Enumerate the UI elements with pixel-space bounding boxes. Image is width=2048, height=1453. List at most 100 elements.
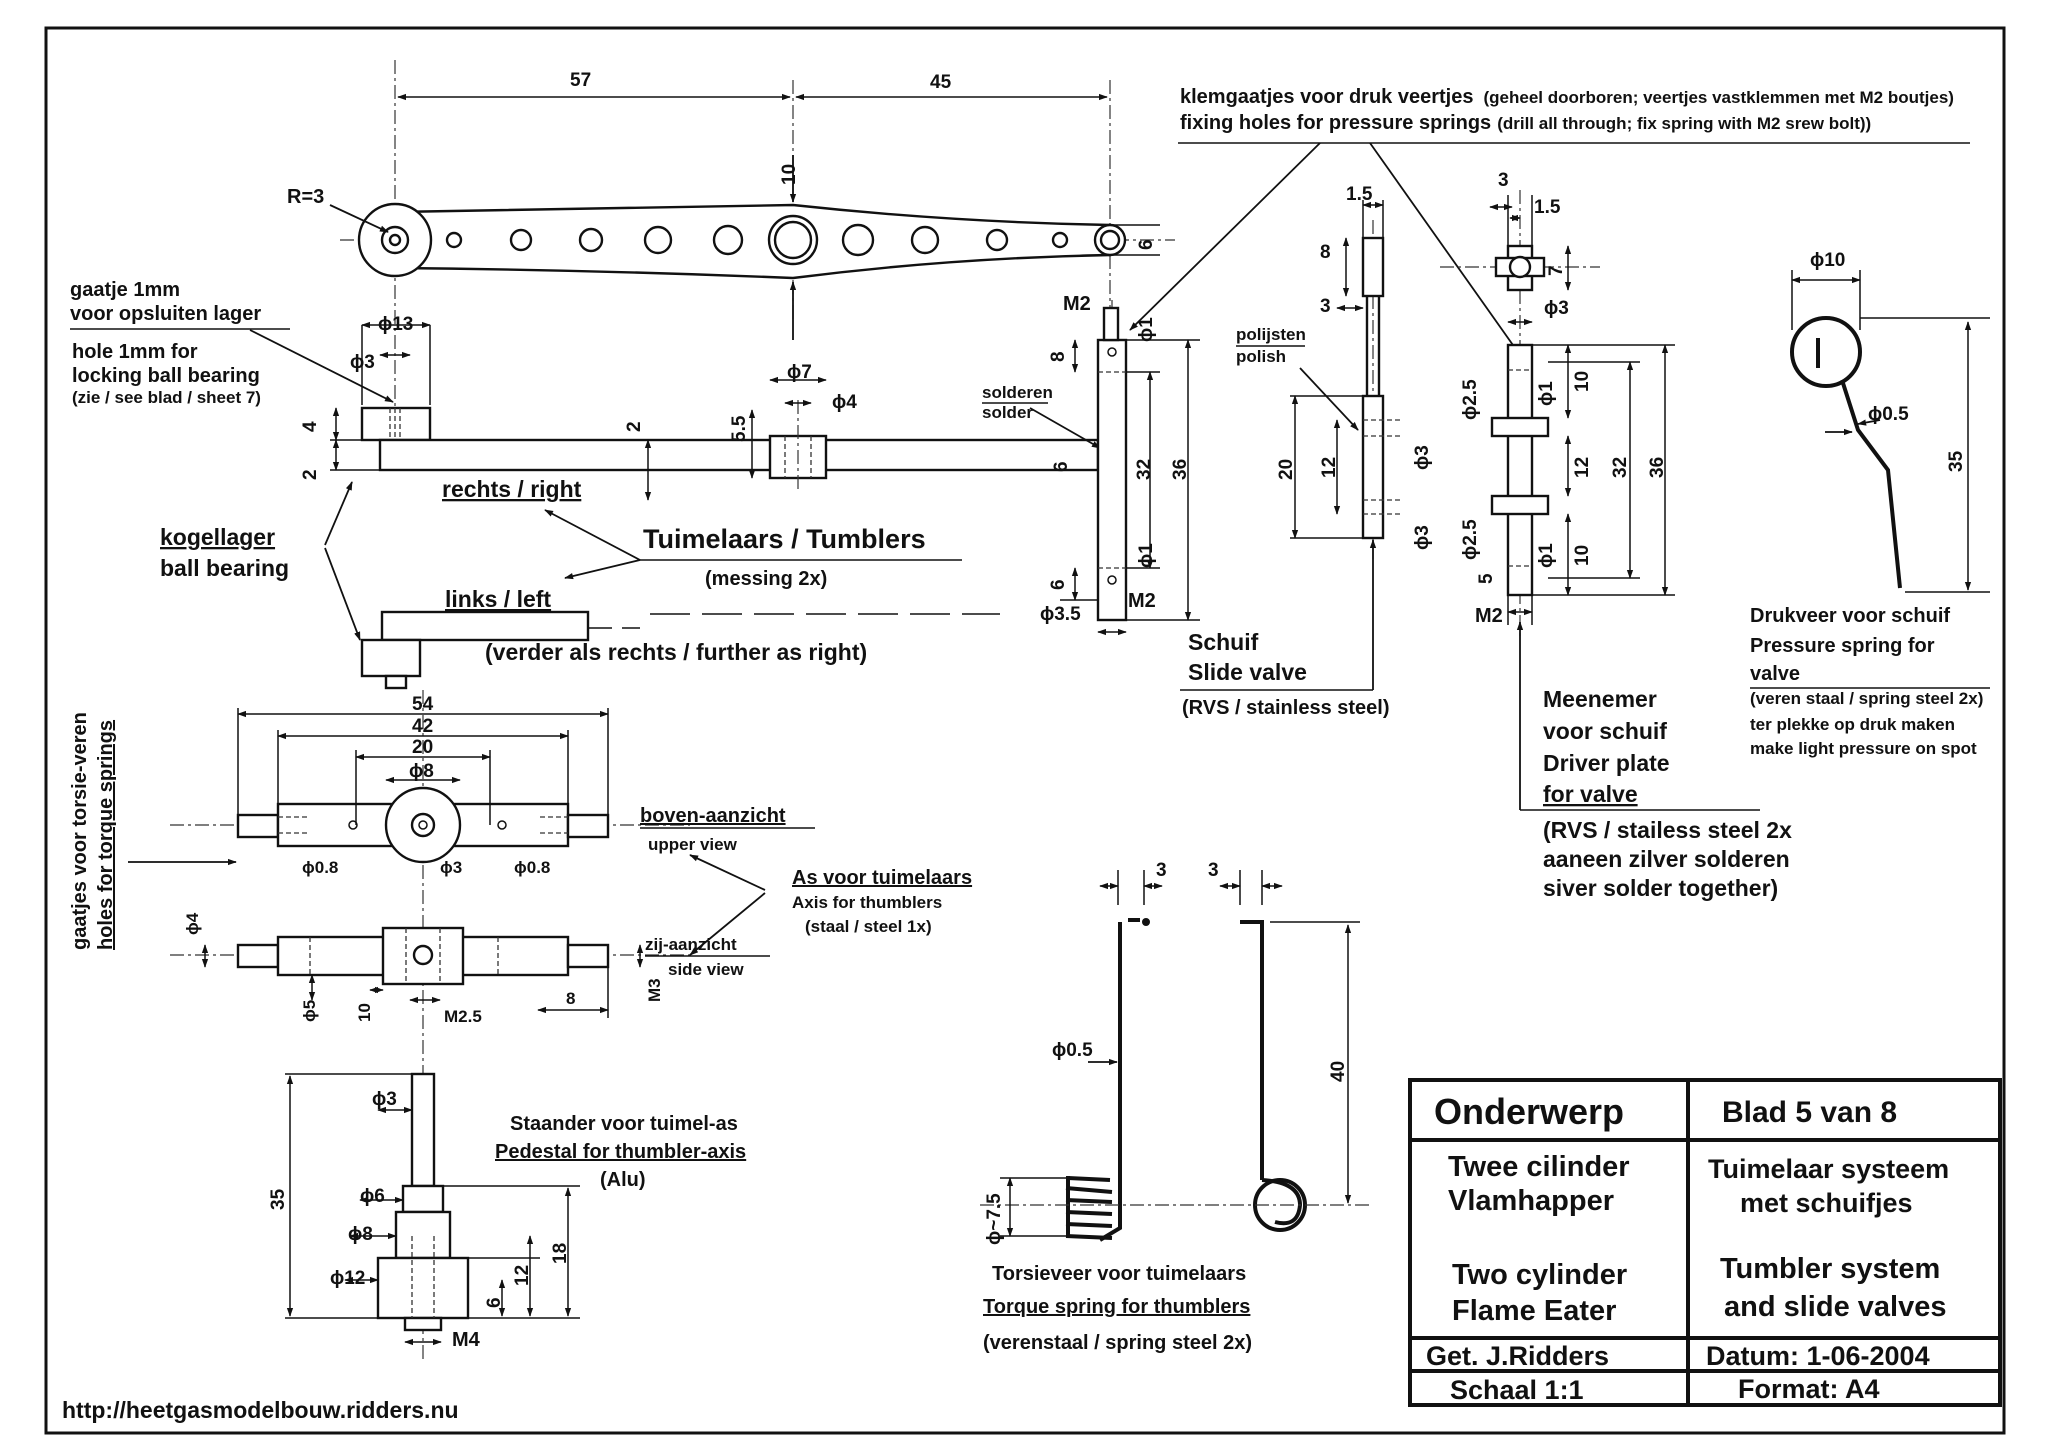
svg-text:3: 3 [1320,296,1331,317]
svg-text:ϕ~7.5: ϕ~7.5 [984,1193,1005,1245]
svg-text:ϕ8: ϕ8 [348,1224,373,1245]
svg-text:M3: M3 [645,978,664,1002]
right-label: rechts / right [442,476,582,502]
svg-text:ϕ13: ϕ13 [378,314,413,335]
ball-bearing-label: kogellager ball bearing [160,481,361,641]
svg-text:40: 40 [1328,1061,1349,1082]
svg-text:ϕ2.5: ϕ2.5 [1460,379,1481,420]
svg-text:M2.5: M2.5 [444,1007,482,1026]
side-arm-right: ϕ13 ϕ3 4 2 2 ϕ7 ϕ4 5.5 6 solderen solder… [300,314,1101,502]
svg-text:12: 12 [512,1265,533,1286]
svg-text:5: 5 [1476,573,1497,584]
svg-text:12: 12 [1572,457,1593,478]
axis-part: 54 42 20 ϕ8 ϕ0.8 ϕ3 ϕ0.8 ϕ4 ϕ5 10 M2.5 8… [69,690,972,1070]
svg-text:ϕ0.8: ϕ0.8 [514,858,550,877]
svg-text:(veren staal / spring steel 2x: (veren staal / spring steel 2x) [1750,689,1983,708]
svg-text:ϕ3.5: ϕ3.5 [1040,604,1081,625]
svg-text:ϕ12: ϕ12 [330,1268,365,1289]
svg-text:klemgaatjes voor druk veertjes: klemgaatjes voor druk veertjes(geheel do… [1180,86,1954,108]
svg-text:ϕ0.5: ϕ0.5 [1868,404,1909,425]
svg-text:holes for torque springs: holes for torque springs [95,720,117,950]
svg-text:12: 12 [1319,457,1340,478]
pressure-spring-part: ϕ10 ϕ0.5 35 Drukveer voor schuif Pressur… [1750,250,1990,758]
bearing-hole-note: gaatje 1mm voor opsluiten lager hole 1mm… [70,279,394,407]
svg-text:ϕ6: ϕ6 [360,1186,385,1207]
svg-text:2: 2 [300,469,321,480]
svg-text:side view: side view [668,960,744,979]
pin-part: M2 ϕ1 8 32 36 6 ϕ1 ϕ3.5 M2 [1040,293,1200,636]
svg-text:ter plekke op druk maken: ter plekke op druk maken [1750,715,1955,734]
svg-text:8: 8 [1048,351,1069,362]
svg-text:ϕ2.5: ϕ2.5 [1460,519,1481,560]
svg-text:ϕ0.5: ϕ0.5 [1052,1040,1093,1061]
svg-text:ϕ3: ϕ3 [1544,298,1569,319]
svg-text:M2: M2 [1063,293,1091,315]
svg-text:upper view: upper view [648,835,738,854]
svg-text:2: 2 [624,421,645,432]
driver-plate-part: 3 1.5 7 ϕ3 ϕ1 10 ϕ2.5 12 32 36 ϕ2.5 ϕ1 1… [1440,170,1792,901]
svg-text:locking ball bearing: locking ball bearing [72,365,260,387]
svg-text:(verenstaal / spring steel 2x: (verenstaal / spring steel 2x) [983,1332,1252,1354]
svg-text:M2: M2 [1128,590,1156,612]
svg-text:8: 8 [1320,242,1331,263]
svg-text:for valve: for valve [1543,781,1638,807]
svg-text:42: 42 [412,716,433,737]
svg-text:35: 35 [1946,450,1967,472]
svg-text:gaatje 1mm: gaatje 1mm [70,279,180,301]
svg-text:ϕ1: ϕ1 [1136,317,1157,342]
svg-text:met schuifjes: met schuifjes [1740,1188,1913,1218]
svg-text:10: 10 [355,1003,374,1022]
svg-text:ϕ4: ϕ4 [832,392,857,413]
pedestal-part: ϕ3 ϕ6 ϕ8 ϕ12 35 18 12 6 M4 Staander voor… [268,1070,746,1360]
svg-text:35: 35 [268,1188,289,1210]
website-url: http://heetgasmodelbouw.ridders.nu [62,1397,459,1423]
svg-text:M4: M4 [452,1329,481,1351]
svg-text:Tumbler system: Tumbler system [1720,1253,1940,1285]
svg-text:and slide valves: and slide valves [1724,1291,1946,1323]
svg-text:1.5: 1.5 [1346,184,1373,205]
svg-text:(messing 2x): (messing 2x) [705,568,827,590]
svg-text:ϕ3: ϕ3 [1412,525,1433,550]
svg-text:3: 3 [1498,170,1509,191]
svg-text:36: 36 [1170,459,1191,480]
svg-text:ϕ10: ϕ10 [1810,250,1845,271]
tumbler-arm-view: 57 45 10 6 R=3 [287,60,1175,470]
further-note: (verder als rechts / further as right) [485,639,867,665]
dim-10: 10 [779,164,800,185]
svg-text:polijsten: polijsten [1236,325,1306,344]
svg-text:Meenemer: Meenemer [1543,686,1657,712]
torque-spring-part: 3 3 ϕ0.5 ϕ~7.5 40 Torsieveer voor tuimel… [980,860,1370,1354]
svg-text:voor opsluiten lager: voor opsluiten lager [70,303,261,325]
svg-text:Pressure spring for: Pressure spring for [1750,635,1935,657]
svg-text:ϕ0.8: ϕ0.8 [302,858,338,877]
svg-text:Axis for thumblers: Axis for thumblers [792,893,942,912]
svg-text:(RVS / stailess steel 2x: (RVS / stailess steel 2x [1543,817,1792,843]
svg-text:fixing holes for pressure spri: fixing holes for pressure springs(drill … [1180,112,1871,134]
svg-text:(RVS / stainless steel): (RVS / stainless steel) [1182,697,1390,719]
dim-6: 6 [1136,239,1157,250]
svg-text:polish: polish [1236,347,1286,366]
svg-text:As voor tuimelaars: As voor tuimelaars [792,867,972,889]
tumblers-title: Tuimelaars / Tumblers (messing 2x) [544,509,962,590]
pressure-holes-note: klemgaatjes voor druk veertjes(geheel do… [1129,86,1970,356]
svg-text:Two cylinder: Two cylinder [1452,1259,1627,1291]
svg-text:Tuimelaar systeem: Tuimelaar systeem [1708,1154,1949,1184]
date: Datum: 1-06-2004 [1706,1341,1930,1371]
svg-text:hole 1mm for: hole 1mm for [72,341,198,363]
sheet-number: Blad 5 van 8 [1722,1096,1897,1129]
svg-text:valve: valve [1750,663,1800,685]
svg-text:10: 10 [1572,371,1593,392]
svg-text:36: 36 [1647,457,1668,478]
svg-text:ϕ3: ϕ3 [1412,445,1433,470]
svg-text:ball bearing: ball bearing [160,555,289,581]
svg-text:8: 8 [566,989,575,1008]
svg-text:make light pressure on spot: make light pressure on spot [1750,739,1977,758]
svg-text:Torque spring for thumblers: Torque spring for thumblers [983,1296,1250,1318]
svg-text:Driver plate: Driver plate [1543,750,1670,776]
svg-text:solder: solder [982,403,1033,422]
format: Format: A4 [1738,1374,1880,1404]
svg-text:Twee cilinder: Twee cilinder [1448,1151,1630,1183]
dim-45: 45 [930,72,952,93]
svg-text:ϕ1: ϕ1 [1136,543,1157,568]
